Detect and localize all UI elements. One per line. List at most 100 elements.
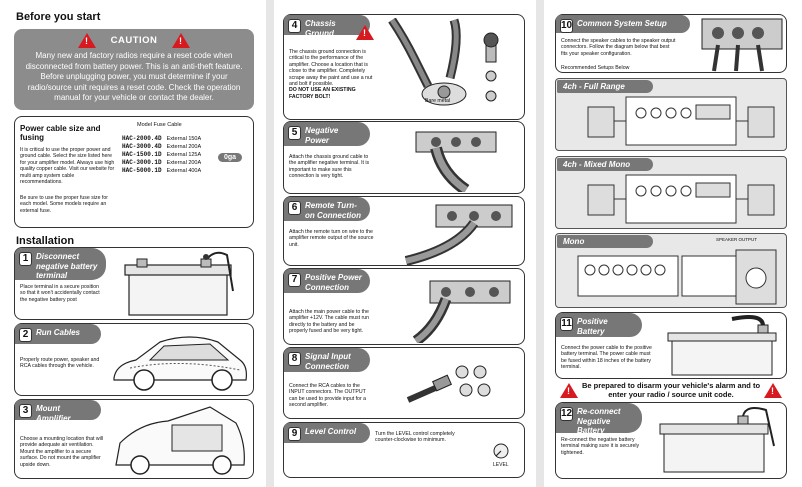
battery-illustration — [124, 251, 234, 316]
step-12-text: Re-connect the negative battery terminal… — [561, 437, 640, 456]
mono-diagram — [577, 249, 777, 305]
step-2-title: Run Cables — [36, 328, 81, 337]
fuse-value: External 125A — [166, 151, 202, 158]
step-10-title: Common System Setup — [577, 19, 667, 28]
step-6-text: Attach the remote turn on wire to the am… — [289, 229, 374, 248]
alarm-warning-icon-left: ! — [560, 383, 578, 403]
before-title: Before you start — [16, 11, 101, 23]
reconnect-battery-illustration — [659, 407, 775, 473]
setup-mono: Mono SPEAKER OUTPUT — [555, 233, 787, 308]
chassis-ground-illustration — [388, 18, 499, 106]
warning-icon-right: ! — [172, 33, 190, 53]
speaker-output-label: SPEAKER OUTPUT — [716, 237, 758, 242]
positive-battery-illustration — [667, 315, 777, 376]
gauge-label: 0ga — [224, 154, 237, 161]
column-divider-1 — [266, 0, 274, 487]
step-2-text: Properly route power, speaker and RCA ca… — [20, 357, 100, 370]
power-text-1: It is critical to use the proper power a… — [20, 147, 115, 186]
step-12-number: 12 — [560, 407, 573, 421]
alarm-warning-icon-right: ! — [764, 383, 782, 403]
step-3-header: 3 Mount Amplifier — [15, 400, 101, 423]
step-8-header: 8 Signal Input Connection — [284, 348, 370, 372]
installation-title: Installation — [16, 235, 75, 247]
step-5-number: 5 — [288, 126, 301, 140]
step-4-text: The chassis ground connection is critica… — [289, 49, 374, 100]
step-5-title: Negative Power Connection — [305, 126, 349, 154]
car-illustration — [113, 336, 247, 391]
step-1-number: 1 — [19, 252, 32, 266]
power-cable-box: Power cable size and fusing It is critic… — [14, 116, 254, 228]
step-9-number: 9 — [288, 427, 301, 441]
fuse-value: External 150A — [166, 135, 202, 142]
fuse-model: HAC-2000.4D — [122, 135, 162, 142]
remote-terminal-illustration — [404, 204, 513, 265]
step-9-title: Level Control — [305, 427, 357, 436]
step-10-number: 10 — [560, 19, 573, 33]
fuse-value: External 200A — [166, 143, 202, 150]
step-9-text: Turn the LEVEL control completely counte… — [375, 431, 455, 444]
fuse-model: HAC-5000.1D — [122, 167, 162, 174]
step-3-number: 3 — [19, 404, 32, 418]
step-10-header: 10 Common System Setup — [556, 15, 690, 33]
caution-text: Many new and factory radios require a re… — [25, 51, 243, 102]
step-8-box: 8 Signal Input Connection Connect the RCA… — [283, 347, 525, 419]
step-12-box: 12 Re-connect Negative Battery Terminal R… — [555, 402, 787, 479]
negative-terminal-illustration — [415, 131, 497, 192]
step-8-title: Signal Input Connection — [305, 352, 351, 371]
step-7-number: 7 — [288, 273, 301, 287]
step-3-title: Mount Amplifier — [36, 404, 71, 423]
warning-icon: ! — [78, 33, 96, 53]
step-11-number: 11 — [560, 317, 573, 331]
fuse-row: HAC-2000.4D External 150A — [122, 135, 206, 143]
step-9-header: 9 Level Control — [284, 423, 370, 443]
setup-full-range-title: 4ch - Full Range — [557, 80, 653, 93]
mixed-mono-diagram — [587, 174, 775, 224]
step-12-title: Re-connect Negative Battery Terminal — [577, 407, 621, 445]
step-1-text: Place terminal in a secure position so t… — [20, 284, 100, 303]
step-1-title: Disconnect negative battery terminal — [36, 252, 98, 280]
fuse-row: HAC-5000.1D External 400A — [122, 167, 206, 175]
step-3-text: Choose a mounting location that will pro… — [20, 436, 104, 468]
step-10-text: Connect the speaker cables to the speake… — [561, 38, 676, 57]
setup-full-range: 4ch - Full Range — [555, 78, 787, 151]
setup-mixed-mono: 4ch - Mixed Mono — [555, 156, 787, 229]
step-6-number: 6 — [288, 201, 301, 215]
speaker-terminal-illustration — [701, 18, 783, 72]
step-10-box: 10 Common System Setup Connect the speake… — [555, 14, 787, 73]
step-3-box: 3 Mount Amplifier Choose a mounting locat… — [14, 399, 254, 479]
caution-title: CAUTION — [110, 35, 158, 46]
fuse-table-title: Model Fuse Cable — [137, 122, 182, 128]
step-8-text: Connect the RCA cables to the INPUT conn… — [289, 383, 366, 409]
trunk-illustration — [115, 406, 245, 475]
step-12-header: 12 Re-connect Negative Battery Terminal — [556, 403, 642, 445]
step-4-number: 4 — [288, 19, 301, 33]
step-8-number: 8 — [288, 352, 301, 366]
fuse-value: External 200A — [166, 159, 202, 166]
power-title: Power cable size and fusing — [20, 124, 101, 142]
full-range-diagram — [587, 96, 775, 146]
setup-mixed-mono-title: 4ch - Mixed Mono — [557, 158, 653, 171]
alarm-warning-text: Be prepared to disarm your vehicle's ala… — [581, 381, 761, 399]
step-4-body: The chassis ground connection is critica… — [289, 49, 373, 88]
alarm-warning: ! ! Be prepared to disarm your vehicle's… — [556, 381, 786, 403]
rca-illustration — [406, 365, 491, 403]
step-4-warning: DO NOT USE AN EXISTING FACTORY BOLT! — [289, 87, 356, 100]
setup-mono-title: Mono — [557, 235, 653, 248]
step-9-box: 9 Level Control Turn the LEVEL control co… — [283, 422, 525, 478]
step-2-header: 2 Run Cables — [15, 324, 101, 344]
step-11-text: Connect the power cable to the positive … — [561, 345, 652, 371]
step-2-number: 2 — [19, 328, 32, 342]
step-10-recommended: Recommended Setups Below — [561, 65, 630, 71]
fuse-value: External 400A — [166, 167, 202, 174]
power-text-2: Be sure to use the proper fuse size for … — [20, 195, 108, 214]
